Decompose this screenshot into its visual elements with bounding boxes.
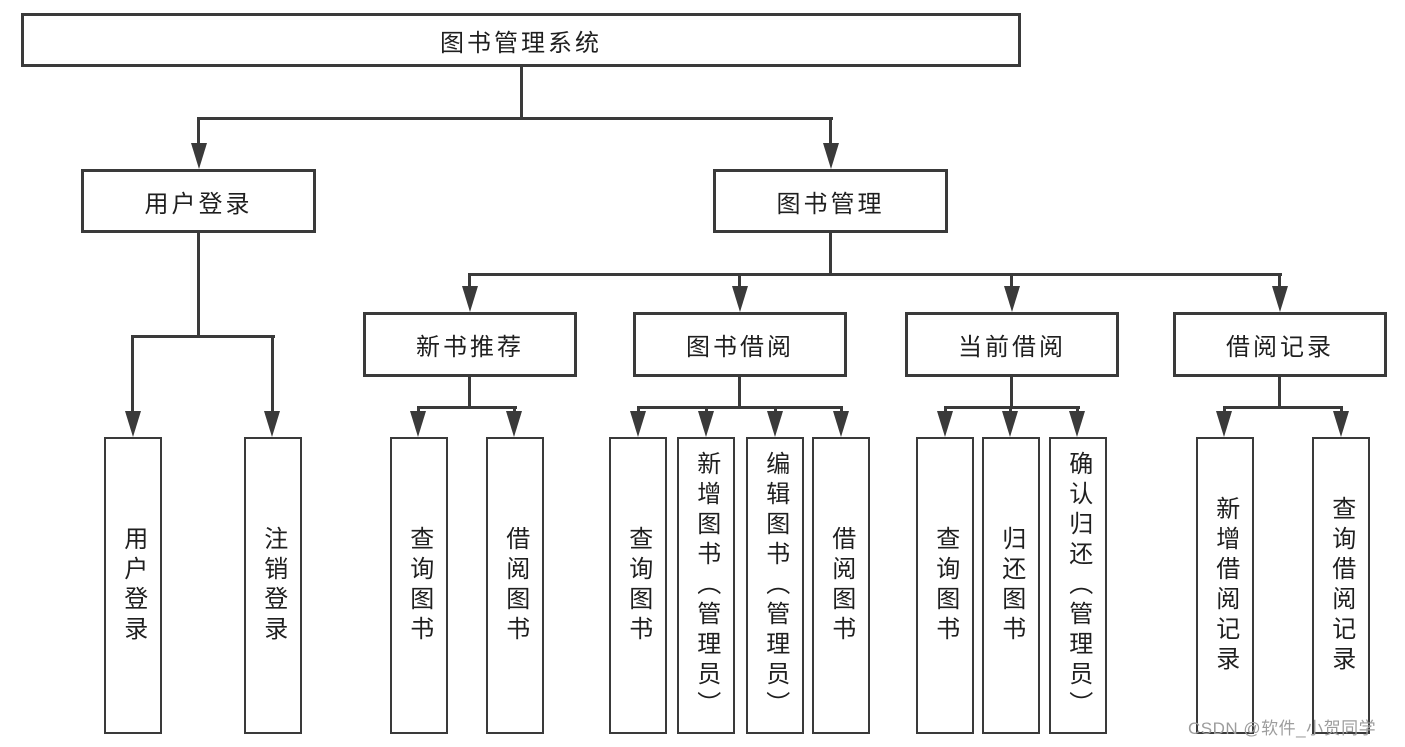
arrow-down-icon xyxy=(462,286,478,312)
arrow-down-icon xyxy=(833,411,849,437)
leaf-edit-books-admin: 编辑图书（管理员） xyxy=(746,437,804,734)
leaf-query-books-recommend-label: 查询图书 xyxy=(405,525,433,646)
leaf-query-borrow-record-label: 查询借阅记录 xyxy=(1327,495,1355,676)
leaf-edit-books-admin-label: 编辑图书（管理员） xyxy=(761,450,789,721)
connector-line xyxy=(1278,273,1281,289)
arrow-down-icon xyxy=(732,286,748,312)
node-library-system: 图书管理系统 xyxy=(21,13,1021,67)
connector-line xyxy=(1010,273,1013,289)
arrow-down-icon xyxy=(264,411,280,437)
connector-line xyxy=(1010,376,1013,408)
node-book-borrowing-label: 图书借阅 xyxy=(686,334,794,361)
node-book-borrowing: 图书借阅 xyxy=(633,312,847,377)
arrow-down-icon xyxy=(1333,411,1349,437)
leaf-query-books-recommend: 查询图书 xyxy=(390,437,448,734)
connector-line xyxy=(944,406,1080,409)
connector-line xyxy=(131,335,275,338)
connector-line xyxy=(468,273,1282,276)
node-current-borrowing: 当前借阅 xyxy=(905,312,1119,377)
leaf-query-books-borrow-label: 查询图书 xyxy=(624,525,652,646)
arrow-down-icon xyxy=(506,411,522,437)
node-current-borrowing-label: 当前借阅 xyxy=(958,334,1066,361)
node-borrowing-records: 借阅记录 xyxy=(1173,312,1387,377)
connector-line xyxy=(1223,406,1226,414)
leaf-return-books: 归还图书 xyxy=(982,437,1040,734)
connector-line xyxy=(271,335,274,413)
node-borrowing-records-label: 借阅记录 xyxy=(1226,334,1334,361)
leaf-borrow-books-recommend: 借阅图书 xyxy=(486,437,544,734)
connector-line xyxy=(1076,406,1079,414)
connector-line xyxy=(829,117,832,145)
arrow-down-icon xyxy=(823,143,839,169)
leaf-borrow-books: 借阅图书 xyxy=(812,437,870,734)
node-book-management-label: 图书管理 xyxy=(776,190,885,218)
arrow-down-icon xyxy=(767,411,783,437)
connector-line xyxy=(1278,376,1281,408)
arrow-down-icon xyxy=(630,411,646,437)
connector-line xyxy=(840,406,843,414)
leaf-confirm-return-admin-label: 确认归还（管理员） xyxy=(1064,450,1092,721)
leaf-logout-label: 注销登录 xyxy=(259,525,287,646)
connector-line xyxy=(738,376,741,408)
connector-line xyxy=(1009,406,1012,414)
connector-line xyxy=(944,406,947,414)
leaf-query-books-current-label: 查询图书 xyxy=(931,525,959,646)
connector-line xyxy=(637,406,640,414)
arrow-down-icon xyxy=(1004,286,1020,312)
connector-line xyxy=(513,406,516,414)
connector-line xyxy=(738,273,741,289)
node-new-book-recommendation: 新书推荐 xyxy=(363,312,577,377)
node-user-login: 用户登录 xyxy=(81,169,316,233)
connector-line xyxy=(197,117,200,145)
leaf-add-borrow-record: 新增借阅记录 xyxy=(1196,437,1254,734)
arrow-down-icon xyxy=(1216,411,1232,437)
arrow-down-icon xyxy=(1002,411,1018,437)
leaf-logout: 注销登录 xyxy=(244,437,302,734)
leaf-add-books-admin-label: 新增图书（管理员） xyxy=(692,450,720,721)
leaf-confirm-return-admin: 确认归还（管理员） xyxy=(1049,437,1107,734)
connector-line xyxy=(829,233,832,275)
connector-line xyxy=(197,117,833,120)
connector-line xyxy=(417,406,517,409)
node-library-system-label: 图书管理系统 xyxy=(440,29,602,57)
arrow-down-icon xyxy=(937,411,953,437)
connector-line xyxy=(1223,406,1343,409)
arrow-down-icon xyxy=(1069,411,1085,437)
connector-line xyxy=(520,67,523,118)
connector-line xyxy=(637,406,843,409)
connector-line xyxy=(774,406,777,414)
connector-line xyxy=(417,406,420,414)
node-new-book-recommendation-label: 新书推荐 xyxy=(416,334,524,361)
connector-line xyxy=(468,273,471,289)
leaf-user-login: 用户登录 xyxy=(104,437,162,734)
leaf-query-books-current: 查询图书 xyxy=(916,437,974,734)
leaf-user-login-label: 用户登录 xyxy=(119,525,147,646)
arrow-down-icon xyxy=(191,143,207,169)
watermark: CSDN @软件_小贺同学 xyxy=(1188,719,1377,738)
leaf-return-books-label: 归还图书 xyxy=(997,525,1025,646)
leaf-query-borrow-record: 查询借阅记录 xyxy=(1312,437,1370,734)
arrow-down-icon xyxy=(410,411,426,437)
arrow-down-icon xyxy=(125,411,141,437)
leaf-add-books-admin: 新增图书（管理员） xyxy=(677,437,735,734)
connector-line xyxy=(468,376,471,408)
connector-line xyxy=(197,233,200,337)
arrow-down-icon xyxy=(1272,286,1288,312)
leaf-borrow-books-recommend-label: 借阅图书 xyxy=(501,525,529,646)
node-book-management: 图书管理 xyxy=(713,169,948,233)
leaf-borrow-books-label: 借阅图书 xyxy=(827,525,855,646)
connector-line xyxy=(131,335,134,413)
leaf-add-borrow-record-label: 新增借阅记录 xyxy=(1211,495,1239,676)
arrow-down-icon xyxy=(698,411,714,437)
leaf-query-books-borrow: 查询图书 xyxy=(609,437,667,734)
connector-line xyxy=(705,406,708,414)
connector-line xyxy=(1340,406,1343,414)
node-user-login-label: 用户登录 xyxy=(144,190,253,218)
